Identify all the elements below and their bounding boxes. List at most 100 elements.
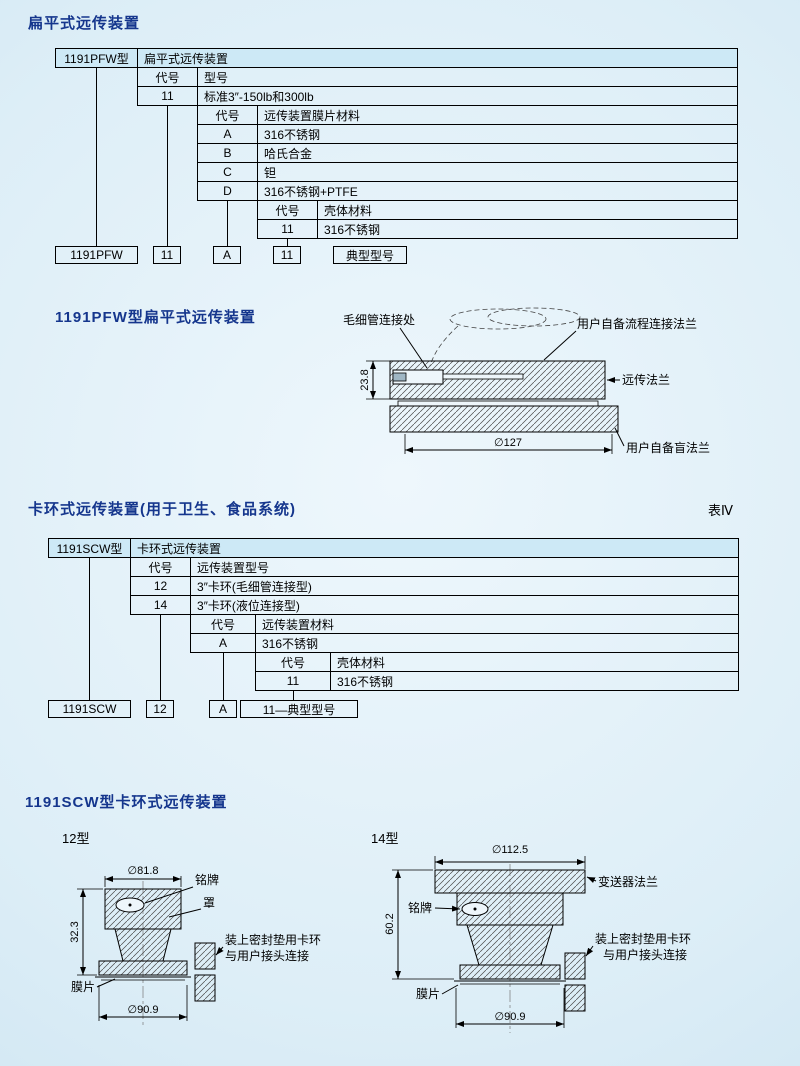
connector-line — [167, 105, 168, 247]
code-cell: B — [197, 143, 258, 163]
code-col-header: 代号 — [197, 105, 258, 125]
nameplate-rivet — [128, 903, 132, 907]
model-code-box: 11 — [153, 246, 181, 264]
code-cell: 11 — [257, 219, 318, 239]
code-cell: D — [197, 181, 258, 201]
diaphragm-flange — [459, 964, 561, 980]
pfw-assembly-drawing: 毛细管连接处 用户自备流程连接法兰 远传法兰 23.8 ∅127 用户自备盲法兰 — [343, 307, 710, 455]
fill-channel — [442, 373, 524, 380]
desc-cell: 3″卡环(液位连接型) — [190, 595, 739, 615]
connector-line — [293, 690, 294, 701]
connector-line — [160, 614, 161, 701]
nameplate-label: 铭牌 — [195, 872, 219, 887]
blind-flange-label: 用户自备盲法兰 — [626, 440, 710, 455]
code-cell: A — [190, 633, 256, 653]
transmitter-flange-section — [434, 869, 586, 894]
value-col-header: 壳体材料 — [317, 200, 738, 220]
leader-line — [96, 978, 116, 988]
typical-model-label: 典型型号 — [333, 246, 407, 264]
model-code-box: 11 — [273, 246, 301, 264]
code-col-header: 代号 — [190, 614, 256, 634]
height-dim-label: 60.2 — [384, 913, 396, 934]
typical-model-box: 11—典型型号 — [240, 700, 358, 718]
user-flange-label: 用户自备流程连接法兰 — [577, 316, 697, 331]
leader-line — [614, 427, 625, 447]
code-col-header: 代号 — [255, 652, 331, 672]
desc-cell: 316不锈钢 — [257, 124, 738, 144]
leader-arrow — [215, 946, 224, 956]
connector-line — [89, 557, 90, 701]
capillary-label: 毛细管连接处 — [343, 312, 415, 327]
remote-flange-label: 远传法兰 — [622, 372, 670, 387]
pfw-model-box: 1191PFW型 — [55, 48, 138, 68]
top-dim-label: ∅81.8 — [128, 865, 159, 877]
model-code-box: 1191SCW — [48, 700, 131, 718]
code-cell: C — [197, 162, 258, 182]
clamp-ring-section — [194, 974, 216, 1002]
diaphragm-label: 膜片 — [71, 980, 95, 994]
value-col-header: 壳体材料 — [330, 652, 739, 672]
top-dim-label: ∅112.5 — [492, 844, 528, 856]
scw-model-table: 1191SCW型 卡环式远传装置 代号 远传装置型号 12 3″卡环(毛细管连接… — [48, 538, 748, 723]
diameter-dim-label: ∅127 — [494, 437, 522, 449]
diaphragm-flange — [98, 960, 188, 976]
body-section — [114, 928, 172, 962]
lower-body-section — [466, 924, 554, 966]
code-cell: 11 — [137, 86, 198, 106]
leader-arrow — [585, 945, 594, 957]
section-heading-flat-type: 扁平式远传装置 — [28, 15, 141, 32]
section-heading-clamp-type: 卡环式远传装置(用于卫生、食品系统) — [28, 501, 296, 518]
table-reference: 表Ⅳ — [708, 503, 733, 518]
desc-cell: 316不锈钢 — [317, 219, 738, 239]
type14-label: 14型 — [371, 831, 399, 846]
clamp-ring-section — [564, 984, 586, 1012]
leader-line — [168, 908, 202, 918]
model-code-box: 12 — [146, 700, 174, 718]
code-col-header: 代号 — [130, 557, 191, 577]
clamp-ring-section — [194, 942, 216, 970]
leader-line — [144, 886, 194, 904]
connector-line — [227, 200, 228, 247]
pfw-drawing-heading: 1191PFW型扁平式远传装置 — [55, 309, 256, 326]
capillary-coil-ghost — [487, 307, 581, 327]
scw-model-box: 1191SCW型 — [48, 538, 131, 558]
pfw-model-table: 1191PFW型 扁平式远传装置 代号 型号 11 标准3″-150lb和300… — [55, 48, 755, 268]
nameplate-label: 铭牌 — [408, 900, 432, 915]
connector-line — [96, 67, 97, 247]
leader-arrow — [434, 905, 461, 912]
code-col-header: 代号 — [137, 67, 198, 87]
desc-cell: 哈氏合金 — [257, 143, 738, 163]
model-code-box: A — [213, 246, 241, 264]
scw14-drawing: ∅112.5 变送器法兰 铭牌 60.2 装上密封垫用卡环 与用户接头连接 膜片… — [384, 844, 691, 1033]
cover-label: 罩 — [203, 896, 215, 910]
value-col-header: 远传装置型号 — [190, 557, 739, 577]
connector-line — [287, 238, 288, 247]
value-col-header: 远传装置膜片材料 — [257, 105, 738, 125]
value-col-header: 远传装置材料 — [255, 614, 739, 634]
capillary-tube-ghost — [429, 325, 459, 367]
diaphragm-gap — [397, 400, 599, 407]
model-code-box: 1191PFW — [55, 246, 138, 264]
bottom-dim-label: ∅90.9 — [495, 1011, 526, 1023]
value-col-header: 型号 — [197, 67, 738, 87]
code-cell: 11 — [255, 671, 331, 691]
scw12-drawing: ∅81.8 铭牌 罩 32.3 装上密封垫用卡环 与用户接头连接 膜片 ∅90.… — [69, 865, 321, 1025]
type12-label: 12型 — [62, 831, 90, 846]
nameplate-rivet — [473, 907, 477, 911]
height-dim-label: 32.3 — [69, 921, 81, 942]
capillary-coil-ghost — [449, 308, 547, 330]
model-code-box: A — [209, 700, 237, 718]
code-cell: 14 — [130, 595, 191, 615]
scw-drawing-heading: 1191SCW型卡环式远传装置 — [25, 794, 228, 811]
blind-flange-section — [389, 405, 619, 433]
desc-cell: 钽 — [257, 162, 738, 182]
connector-line — [223, 652, 224, 701]
desc-cell: 316不锈钢 — [255, 633, 739, 653]
clamp-note-line1: 装上密封垫用卡环 — [225, 932, 321, 947]
capillary-fitting — [392, 372, 407, 382]
clamp-note-line2: 与用户接头连接 — [603, 947, 687, 962]
bottom-dim-label: ∅90.9 — [128, 1004, 159, 1016]
clamp-note-line2: 与用户接头连接 — [225, 948, 309, 963]
code-cell: A — [197, 124, 258, 144]
desc-cell: 316不锈钢+PTFE — [257, 181, 738, 201]
